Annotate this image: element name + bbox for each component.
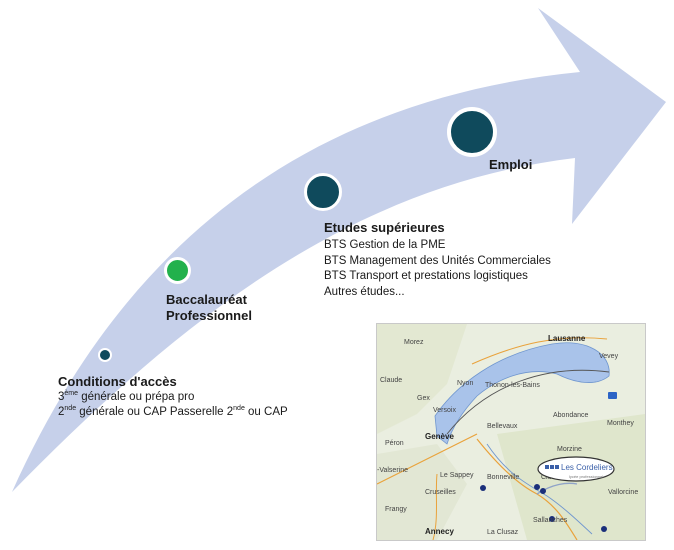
access-title: Conditions d'accès: [58, 374, 177, 389]
svg-text:Versoix: Versoix: [433, 407, 456, 414]
etudes-list: BTS Gestion de la PME BTS Management des…: [324, 238, 551, 300]
svg-text:Cruseilles: Cruseilles: [425, 489, 456, 496]
svg-text:Vallorcine: Vallorcine: [608, 489, 638, 496]
lake-geneva: [434, 342, 610, 445]
etudes-title: Etudes supérieures: [324, 220, 445, 235]
emploi-title: Emploi: [489, 157, 533, 172]
svg-text:Morzine: Morzine: [557, 446, 582, 453]
school-logo: Les Cordeliers lycée professionnel: [537, 456, 615, 482]
svg-text:Péron: Péron: [385, 440, 404, 447]
etudes-item: BTS Gestion de la PME: [324, 239, 446, 251]
step-dot-emploi: [447, 107, 497, 157]
region-map: Lausanne Vevey Morez Nyon Thonon-les-Bai…: [376, 323, 646, 541]
svg-text:-Valserine: -Valserine: [377, 467, 408, 474]
svg-text:Monthey: Monthey: [607, 420, 634, 427]
etudes-item: BTS Management des Unités Commerciales: [324, 254, 551, 267]
svg-text:Genève: Genève: [425, 432, 454, 441]
access-line-2: 2nde générale ou CAP Passerelle 2nde ou …: [58, 405, 288, 418]
map-canvas: Lausanne Vevey Morez Nyon Thonon-les-Bai…: [377, 324, 645, 540]
svg-text:Claude: Claude: [380, 377, 402, 384]
svg-text:Bonneville: Bonneville: [487, 474, 519, 481]
bac-title: Baccalauréat Professionnel: [166, 292, 252, 323]
etudes-item: BTS Transport et prestations logistiques: [324, 270, 528, 282]
svg-text:Lausanne: Lausanne: [548, 334, 586, 343]
step-dot-access: [98, 348, 112, 362]
step-dot-bac: [164, 257, 191, 284]
etudes-item: Autres études...: [324, 285, 405, 298]
svg-text:Nyon: Nyon: [457, 380, 473, 387]
svg-text:lycée professionnel: lycée professionnel: [569, 474, 603, 479]
svg-text:Vevey: Vevey: [599, 353, 619, 360]
svg-text:Sallanches: Sallanches: [533, 517, 568, 524]
svg-text:Thonon-les-Bains: Thonon-les-Bains: [485, 382, 540, 389]
svg-text:Morez: Morez: [404, 339, 424, 346]
svg-text:Gex: Gex: [417, 395, 430, 402]
svg-text:Abondance: Abondance: [553, 412, 589, 419]
access-lines: 3ème générale ou prépa pro 2nde générale…: [58, 390, 288, 420]
svg-text:Annecy: Annecy: [425, 527, 454, 536]
step-dot-etudes: [304, 173, 342, 211]
access-line-1: 3ème générale ou prépa pro: [58, 390, 195, 403]
svg-text:Bellevaux: Bellevaux: [487, 423, 518, 430]
arrow-body: [12, 8, 666, 492]
svg-text:Le Sappey: Le Sappey: [440, 472, 474, 479]
svg-text:Frangy: Frangy: [385, 506, 407, 513]
svg-text:Les Cordeliers: Les Cordeliers: [561, 463, 613, 472]
svg-text:La Clusaz: La Clusaz: [487, 529, 519, 536]
